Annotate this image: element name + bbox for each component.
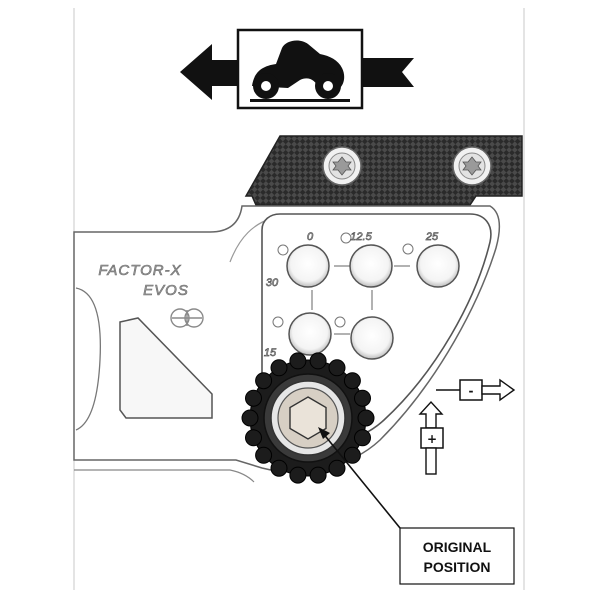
knurl-tooth (357, 409, 375, 427)
brand-line2: EVOS (143, 282, 189, 299)
callout-line2: POSITION (424, 559, 491, 575)
knurl-tooth (289, 466, 307, 484)
position-hole-25 (416, 244, 460, 288)
position-hole-12-5 (349, 244, 393, 288)
position-hole-0 (286, 244, 330, 288)
knurl-tooth (309, 352, 327, 370)
position-hole-15 (288, 312, 332, 356)
knurl-tooth (328, 359, 346, 377)
mini-hole (334, 316, 346, 328)
adjuster-knob (241, 352, 375, 484)
knurl-tooth (245, 389, 262, 407)
brand-line1: FACTOR-X (98, 262, 181, 279)
bracket-cutout (75, 287, 213, 431)
hole-label-15: 15 (264, 347, 277, 359)
knurl-tooth (270, 459, 288, 477)
hole-label-30: 30 (266, 277, 279, 289)
motorcycle-icon (250, 40, 350, 102)
mini-hole (272, 316, 284, 328)
knurl-tooth (309, 466, 327, 484)
knurl-tooth (343, 372, 361, 390)
plus-sign: + (427, 432, 437, 446)
hex-socket-icon (289, 396, 327, 440)
hole-connectors (311, 265, 410, 335)
arrow-right-adjust-icon (436, 378, 516, 402)
hole-label-12-5: 12.5 (350, 231, 372, 243)
original-position-callout (399, 527, 515, 585)
mini-hole (402, 243, 414, 255)
knurl-tooth (241, 409, 259, 427)
knurl-tooth (255, 372, 273, 390)
mini-hole (340, 232, 352, 244)
ribbon-tail (362, 58, 414, 87)
knurl-tooth (255, 446, 273, 464)
hole-label-25: 25 (425, 231, 439, 243)
arrow-up-adjust-icon (418, 400, 444, 475)
knurl-tooth (328, 459, 346, 477)
mini-hole (277, 244, 289, 256)
left-arrow-icon (180, 44, 238, 100)
knurl-tooth (343, 446, 361, 464)
knurl-tooth (270, 359, 288, 377)
knurl-tooth (245, 429, 262, 447)
minus-sign: - (469, 384, 474, 398)
knurl-tooth (289, 352, 307, 370)
callout-line1: ORIGINAL (423, 539, 492, 555)
torx-bolt-left-icon (322, 146, 362, 186)
carbon-plate (244, 135, 523, 206)
hole-label-0: 0 (307, 231, 314, 243)
torx-bolt-right-icon (452, 146, 492, 186)
callout-pointer (318, 427, 401, 529)
factor-x-logo-icon (170, 308, 204, 328)
position-hole-15-25 (350, 316, 394, 360)
knurl-tooth (354, 389, 371, 407)
knurl-tooth (354, 429, 371, 447)
